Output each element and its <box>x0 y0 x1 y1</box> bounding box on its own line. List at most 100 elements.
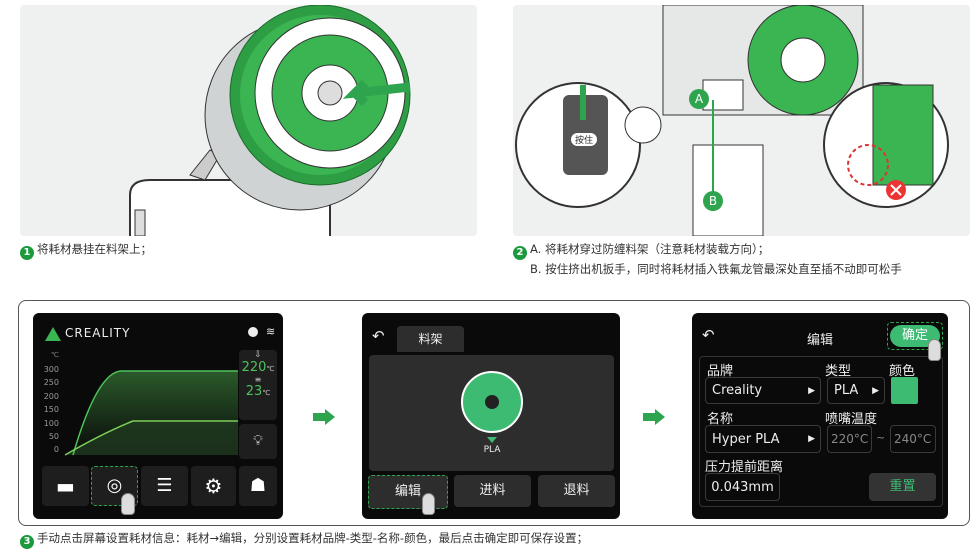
lightbulb-icon: 💡︎ <box>253 433 263 449</box>
back-icon[interactable]: ↶ <box>372 327 385 345</box>
spool-icon: ◎ <box>106 475 123 496</box>
hand-pointer-icon <box>928 339 941 361</box>
bed-temp-value: 23 <box>245 384 263 399</box>
y-tick: 300 <box>43 365 59 374</box>
temp-min-field[interactable]: 220°C <box>827 425 872 453</box>
bed-temp-line <box>64 420 238 456</box>
nozzle-temp: 220℃ <box>239 360 277 375</box>
edit-title: 编辑 <box>806 333 833 348</box>
assistant-button[interactable]: ☗ <box>239 466 277 506</box>
hand-pointer-icon <box>422 493 435 515</box>
hand-pointer-icon <box>121 493 135 515</box>
type-label: 类型 <box>825 364 852 379</box>
back-icon[interactable]: ↶ <box>702 326 715 344</box>
color-label: 颜色 <box>889 364 916 379</box>
controls-button[interactable]: ☰ <box>141 466 188 506</box>
temp-unit: ℃ <box>262 389 271 397</box>
brand-select[interactable]: Creality ▶ <box>705 377 821 404</box>
type-select[interactable]: PLA ▶ <box>827 377 885 404</box>
confirm-highlight <box>887 322 943 350</box>
caret-right-icon: ▶ <box>872 385 879 396</box>
temp-unit: ℃ <box>266 365 275 373</box>
y-tick: 250 <box>43 378 59 388</box>
step-text: 将耗材悬挂在料架上； <box>37 242 152 256</box>
step-text: 手动点击屏幕设置耗材信息：耗材→编辑，分别设置耗材品牌-类型-名称-颜色，最后点… <box>37 531 589 545</box>
wifi-icon: ≋ <box>266 325 276 338</box>
load-button[interactable]: 进料 <box>454 475 531 507</box>
brand-label: 品牌 <box>707 364 734 379</box>
confirm-button[interactable]: 确定 <box>890 325 940 347</box>
color-swatch[interactable] <box>891 377 918 404</box>
caret-right-icon: ▶ <box>808 434 815 444</box>
name-select[interactable]: Hyper PLA ▶ <box>705 425 821 453</box>
brand-value: Creality <box>712 383 763 398</box>
extruder-drawing <box>515 5 949 236</box>
edit-form <box>699 356 943 507</box>
bed-temp-area <box>65 421 238 455</box>
bed-temp: 23℃ <box>239 384 277 399</box>
step-text-a: A. 将耗材穿过防缠料架（注意耗材装载方向）； <box>530 242 770 256</box>
settings-button[interactable]: ⚙ <box>191 466 236 506</box>
spool-slot[interactable] <box>461 371 523 433</box>
edit-screen: ↶ 编辑 确定 品牌 类型 颜色 Creality▶ PLA▶ 名称 喷嘴温度 … <box>692 313 948 519</box>
name-value: Hyper PLA <box>712 431 780 447</box>
robot-icon: ☗ <box>249 475 267 496</box>
creality-logo-icon <box>45 327 61 341</box>
nozzle-temp-value: 220 <box>241 360 267 375</box>
illustration-filament-load: A B 按住 <box>513 5 970 236</box>
nozzle-icon: ⇩ <box>254 350 262 360</box>
y-unit: ℃ <box>51 351 59 359</box>
temp-max-field[interactable]: 240°C <box>890 425 936 453</box>
folder-icon: ▬ <box>56 474 75 498</box>
reset-button[interactable]: 重置 <box>869 473 936 501</box>
step-number: 1 <box>20 246 34 260</box>
edit-button[interactable]: 编辑 <box>368 475 448 509</box>
callout-b: B <box>703 191 723 211</box>
spool-label: PLA <box>483 445 501 455</box>
temperature-chart <box>64 370 238 456</box>
step-text-b: B. 按住挤出机扳手，同时将耗材插入铁氟龙管最深处直至插不动即可松手 <box>530 262 902 276</box>
y-axis: 300 250 200 150 100 50 0 <box>43 363 59 457</box>
y-tick: 0 <box>53 445 59 455</box>
type-value: PLA <box>834 383 859 398</box>
next-arrow-icon <box>313 413 325 421</box>
sliders-icon: ☰ <box>156 475 173 496</box>
callout-a: A <box>689 89 709 109</box>
spool-hub <box>485 395 499 409</box>
nozzle-temp-label: 喷嘴温度 <box>825 412 878 427</box>
nozzle-temp-line <box>72 370 238 456</box>
y-tick: 200 <box>43 391 59 401</box>
name-label: 名称 <box>707 412 734 427</box>
next-arrow-head <box>655 409 665 425</box>
home-screen: CREALITY ≋ ℃ 300 250 200 150 100 50 0 ⇩ 220℃ ≡… <box>33 313 283 519</box>
rack-screen: ↶ 料架 PLA 编辑 进料 退料 <box>362 313 620 519</box>
next-arrow-head <box>325 409 335 425</box>
unload-button[interactable]: 退料 <box>538 475 615 507</box>
press-label: 按住 <box>571 133 598 146</box>
pressure-advance-field[interactable]: 0.043mm <box>705 473 780 501</box>
light-button[interactable]: 💡︎ <box>239 424 277 459</box>
next-arrow-icon <box>643 413 655 421</box>
y-tick: 50 <box>48 432 59 442</box>
screen-steps-panel <box>18 300 970 526</box>
temp-separator: ~ <box>876 431 886 444</box>
step-number: 2 <box>513 246 527 260</box>
temp-tile[interactable]: ⇩ 220℃ ≡ 23℃ <box>239 350 277 420</box>
caret-right-icon: ▶ <box>808 385 815 396</box>
y-tick: 150 <box>43 405 59 415</box>
caret-down-icon <box>487 437 497 443</box>
pressure-advance-label: 压力提前距离 <box>705 460 784 475</box>
y-tick: 100 <box>43 418 59 428</box>
spool-holder-drawing <box>129 5 411 236</box>
illustration-spool-mount <box>20 5 477 236</box>
camera-icon <box>248 327 258 337</box>
tab-rack[interactable]: 料架 <box>397 326 464 352</box>
brand-logo: CREALITY <box>65 326 131 340</box>
spool-area: PLA <box>369 355 614 471</box>
files-button[interactable]: ▬ <box>42 466 89 506</box>
step-number: 3 <box>20 535 34 549</box>
gear-icon: ⚙ <box>204 474 223 498</box>
